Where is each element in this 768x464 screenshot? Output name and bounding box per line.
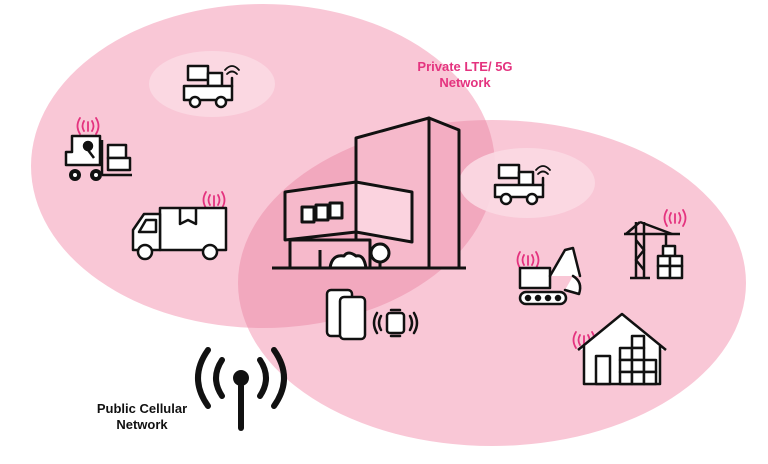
delivery-truck-icon: [131, 191, 228, 261]
forklift-icon: [64, 117, 132, 181]
robot-cart-icon: [182, 64, 240, 109]
public-network-label-line2: Network: [116, 417, 168, 432]
excavator-icon: [516, 246, 582, 306]
warehouse-icon: [572, 312, 667, 386]
cell-tower-icon: [195, 347, 287, 431]
private-network-label-line1: Private LTE/ 5G: [417, 59, 513, 74]
smartphones-icon: [325, 288, 367, 341]
factory-building-icon: [272, 116, 466, 270]
private-network-label-line2: Network: [439, 75, 491, 90]
public-network-label-line1: Public Cellular: [96, 401, 188, 416]
private-network-label: Private LTE/ 5G Network: [400, 59, 530, 91]
smartwatch-icon: [372, 308, 419, 338]
robot-cart-icon: [493, 163, 551, 206]
public-network-label: Public Cellular Network: [82, 401, 202, 433]
tower-crane-icon: [624, 209, 687, 280]
